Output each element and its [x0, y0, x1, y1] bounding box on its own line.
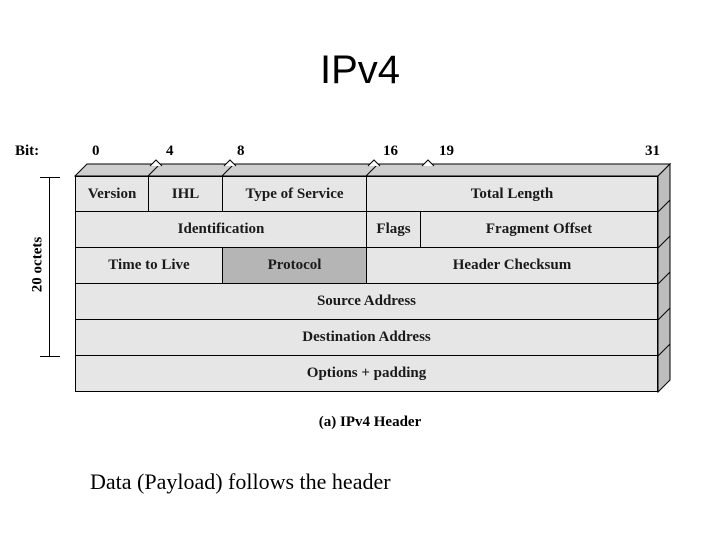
field-fragment-offset: Fragment Offset	[420, 211, 658, 248]
field-destination-address: Destination Address	[75, 319, 658, 356]
octets-bracket-top	[40, 177, 60, 178]
payload-note: Data (Payload) follows the header	[90, 469, 391, 494]
bit-tick-0: 0	[92, 143, 100, 159]
field-header-checksum: Header Checksum	[366, 247, 658, 284]
bit-label: Bit:	[15, 143, 40, 159]
bit-tick-4: 4	[166, 143, 174, 159]
octets-bracket	[49, 177, 50, 356]
bit-tick-19: 19	[439, 143, 454, 159]
field-version: Version	[75, 176, 149, 212]
diagram-caption: (a) IPv4 Header	[318, 414, 422, 430]
field-ihl: IHL	[148, 176, 223, 212]
field-total-length: Total Length	[366, 176, 658, 212]
field-time-to-live: Time to Live	[75, 247, 223, 284]
bit-tick-31: 31	[645, 143, 660, 159]
bit-tick-8: 8	[237, 143, 245, 159]
field-identification: Identification	[75, 211, 367, 248]
field-type-of-service: Type of Service	[222, 176, 367, 212]
field-source-address: Source Address	[75, 283, 658, 320]
bit-tick-16: 16	[383, 143, 398, 159]
field-options-padding: Options + padding	[75, 355, 658, 392]
field-flags: Flags	[366, 211, 421, 248]
page-title: IPv4	[319, 48, 401, 92]
field-protocol: Protocol	[222, 247, 367, 284]
octets-bracket-bottom	[40, 356, 60, 357]
